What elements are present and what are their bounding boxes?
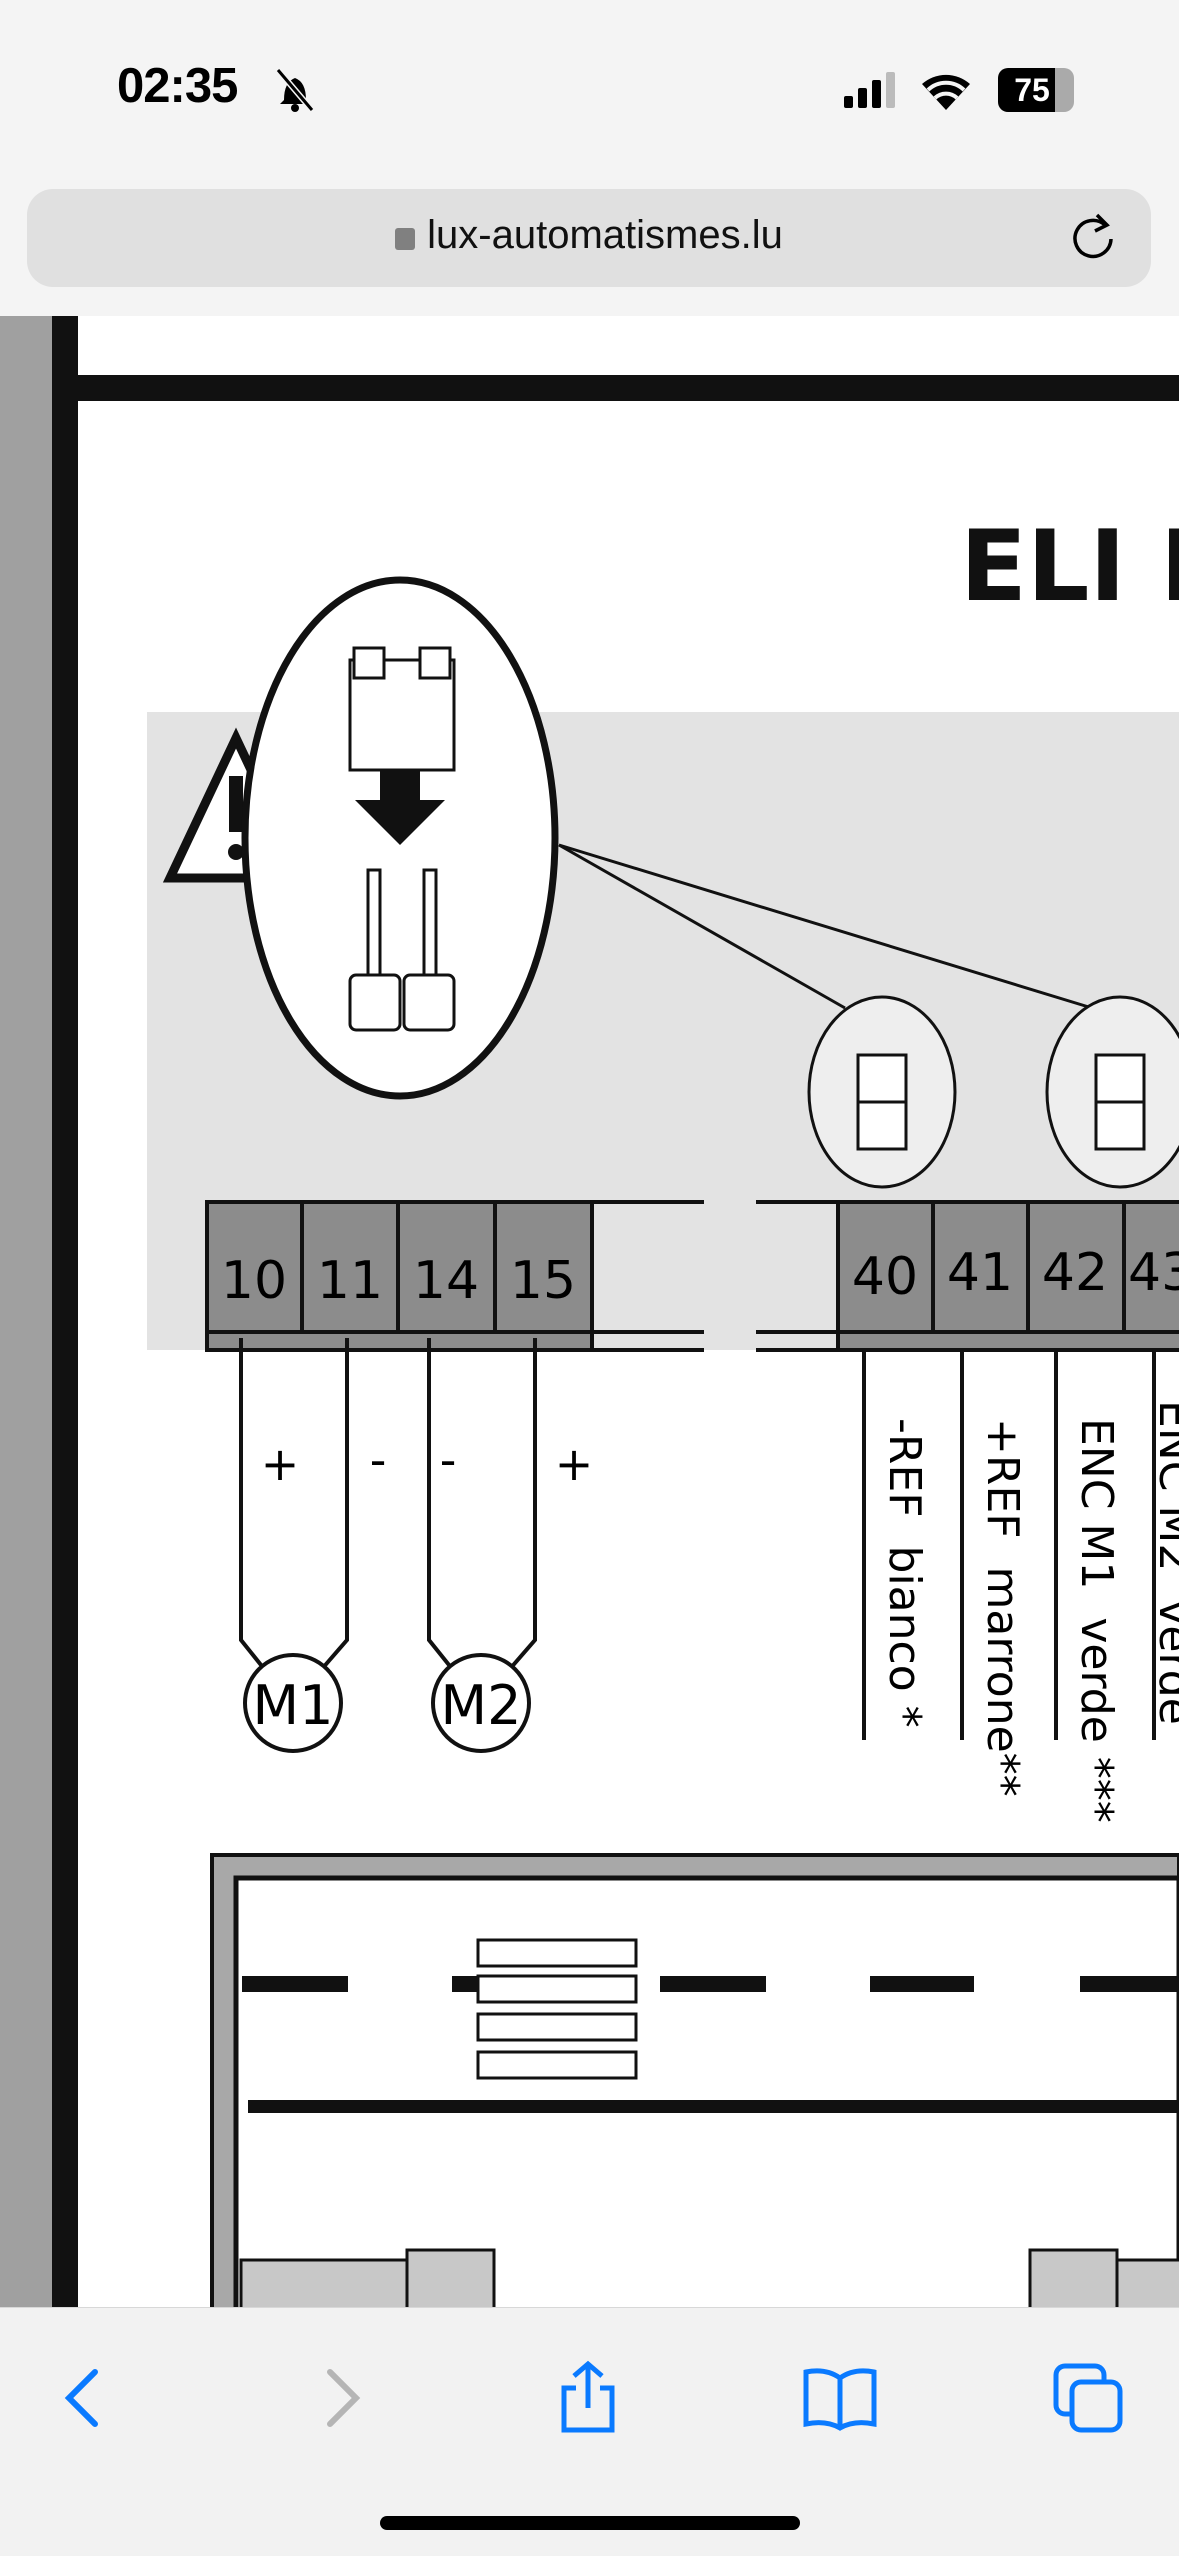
lower-board: [210, 1853, 1179, 2307]
polarity-label: -: [440, 1433, 457, 1487]
bookmarks-icon[interactable]: [800, 2358, 880, 2438]
border-line: [52, 316, 78, 2307]
wifi-icon: [922, 74, 970, 110]
terminal-label: 41: [947, 1243, 1013, 1303]
diagram-title: ELI B: [960, 510, 1179, 624]
motor-m2: [431, 1653, 531, 1753]
cellular-signal-icon: [844, 72, 895, 108]
battery-level: 75: [1014, 72, 1050, 108]
back-icon[interactable]: [45, 2358, 125, 2438]
wiring-diagram: ELI B 10 11 14 15 40 41 42 43 M1 M2 + - …: [0, 316, 1179, 2307]
web-content[interactable]: ELI B 10 11 14 15 40 41 42 43 M1 M2 + - …: [0, 316, 1179, 2307]
polarity-label: -: [370, 1433, 387, 1487]
wire-label: ENC M1 verde ***: [1071, 1418, 1122, 1823]
motor-wires: [239, 1338, 537, 1672]
terminal-block-left: 10 11 14 15: [205, 1200, 704, 1352]
forward-icon[interactable]: [300, 2358, 380, 2438]
page-margin: [0, 316, 52, 2307]
address-bar[interactable]: lux-automatismes.lu: [27, 189, 1151, 287]
motor-m1: [243, 1653, 343, 1753]
battery-icon: 75: [998, 68, 1074, 112]
jumper-icon: [807, 995, 957, 1189]
wire-label: +REF marrone**: [977, 1418, 1028, 1797]
terminal-label: 43: [1128, 1243, 1179, 1303]
url-label: lux-automatismes.lu: [427, 213, 783, 257]
bell-slash-icon: [275, 68, 315, 112]
url-text[interactable]: lux-automatismes.lu: [27, 213, 1151, 258]
motor-label: M1: [253, 1674, 334, 1737]
reload-icon[interactable]: [1069, 211, 1121, 267]
status-time: 02:35: [117, 59, 238, 113]
terminal-label: 14: [413, 1251, 479, 1311]
terminal-label: 40: [852, 1247, 918, 1307]
jumper-detail-icon: [241, 576, 559, 1100]
browser-toolbar: [0, 2307, 1179, 2556]
terminal-label: 42: [1042, 1243, 1108, 1303]
jumper-icon: [1045, 995, 1179, 1189]
terminal-label: 11: [317, 1251, 383, 1311]
polarity-label: +: [555, 1437, 594, 1491]
lock-icon: [395, 228, 416, 250]
terminal-block-right: 40 41 42 43: [756, 1200, 1179, 1352]
wire-label: ENC M2 verde: [1149, 1400, 1179, 1725]
polarity-label: +: [261, 1437, 300, 1491]
wire-label: -REF bianco *: [879, 1418, 930, 1728]
motor-label: M2: [441, 1674, 522, 1737]
share-icon[interactable]: [548, 2358, 628, 2438]
home-indicator[interactable]: [380, 2516, 800, 2530]
encoder-wires: [862, 1350, 1156, 1740]
top-bar: [65, 375, 1179, 401]
terminal-label: 15: [510, 1251, 576, 1311]
terminal-label: 10: [221, 1251, 287, 1311]
tabs-icon[interactable]: [1048, 2358, 1128, 2438]
